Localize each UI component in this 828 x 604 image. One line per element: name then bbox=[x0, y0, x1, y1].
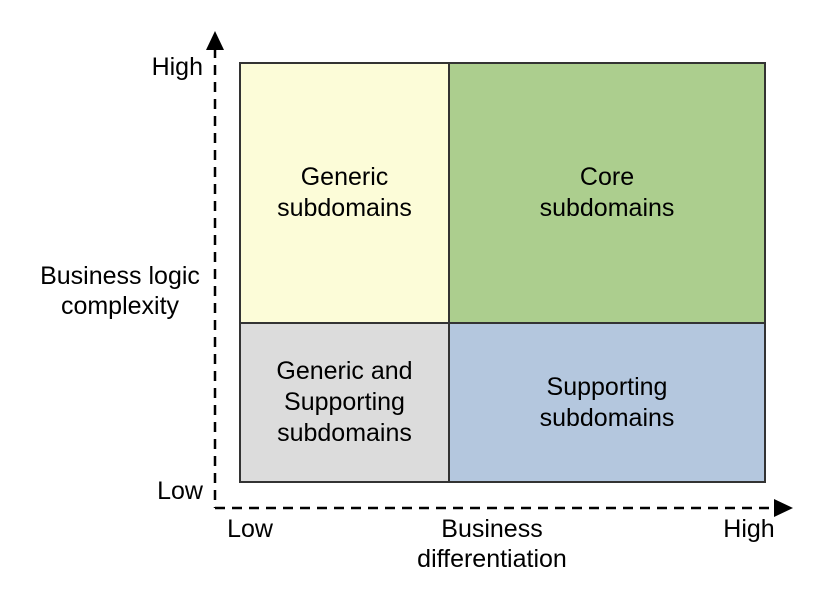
y-axis-title: Business logic complexity bbox=[40, 262, 200, 320]
x-axis-max-label: High bbox=[723, 515, 775, 543]
quadrant-generic-subdomains: Generic subdomains bbox=[241, 64, 450, 324]
quadrant-supporting-subdomains: Supporting subdomains bbox=[450, 324, 764, 481]
quadrant-matrix: Generic subdomains Core subdomains Gener… bbox=[239, 62, 766, 483]
y-axis-max-label: High bbox=[151, 53, 203, 81]
x-axis-title: Business differentiation bbox=[417, 515, 567, 573]
quadrant-generic-and-supporting-subdomains: Generic and Supporting subdomains bbox=[241, 324, 450, 481]
y-axis-arrow-icon bbox=[206, 31, 224, 50]
x-axis-min-label: Low bbox=[227, 515, 273, 543]
quadrant-core-subdomains: Core subdomains bbox=[450, 64, 764, 324]
y-axis-min-label: Low bbox=[157, 477, 203, 505]
